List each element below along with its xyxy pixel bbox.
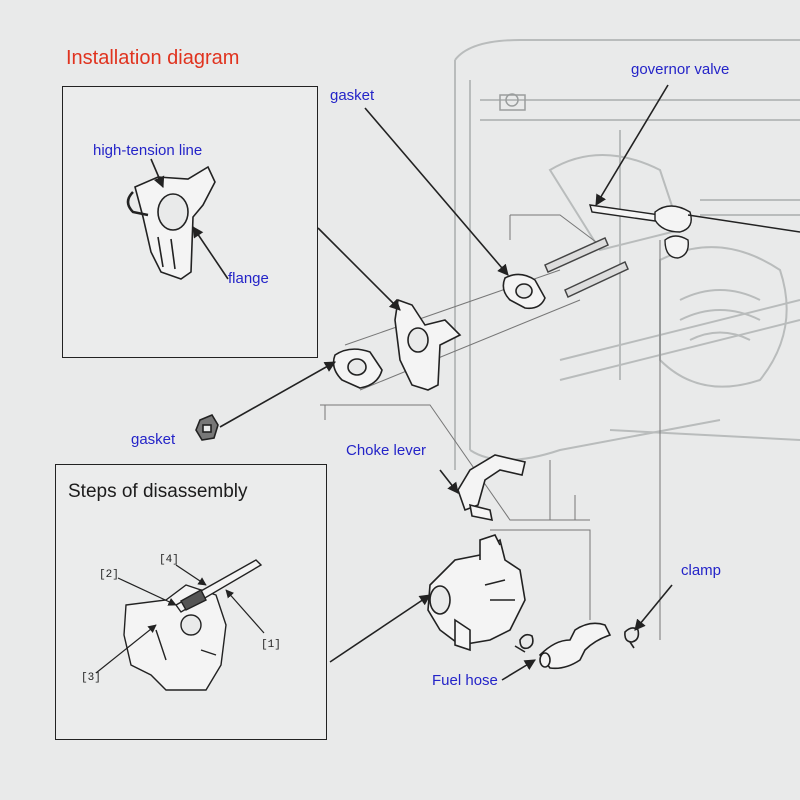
choke-lever-part <box>457 454 526 522</box>
nut-part <box>195 413 219 441</box>
carburetor-part <box>427 534 526 652</box>
gasket-part-upper <box>502 273 546 310</box>
gasket-part-left <box>332 348 383 389</box>
step-1-label: [1] <box>261 639 281 651</box>
flange-part <box>394 298 462 391</box>
high-tension-line-label: high-tension line <box>93 142 203 159</box>
carburetor-connector-line <box>329 594 431 663</box>
step-1-arrow <box>225 589 265 634</box>
step-4-label: [4] <box>159 554 179 566</box>
step-2-arrow <box>117 577 177 606</box>
governor-valve-arrow <box>595 84 669 206</box>
gasket-top-label: gasket <box>330 87 375 104</box>
flange-inset-box: high-tension line flange <box>62 86 318 358</box>
choke-lever-arrow <box>439 469 459 494</box>
choke-lever-label: Choke lever <box>346 442 427 459</box>
gasket-top-arrow <box>364 107 509 276</box>
clamp-arrow <box>634 584 673 631</box>
clamp-label: clamp <box>681 562 722 579</box>
flange-label: flange <box>228 270 269 287</box>
flange-connector-line <box>317 227 401 311</box>
fuel-hose-label: Fuel hose <box>432 672 498 689</box>
step-2-label: [2] <box>99 569 119 581</box>
carburetor-detail-illustration <box>95 559 265 691</box>
step-3-arrow <box>95 624 157 674</box>
disassembly-inset-box: Steps of disassembly [4] [2] [3] [1] <box>55 464 327 740</box>
step-4-arrow <box>175 564 207 586</box>
governor-linkage-part <box>589 204 800 259</box>
clamp-parts <box>514 627 640 653</box>
fuel-hose-arrow <box>501 659 536 681</box>
disassembly-title: Steps of disassembly <box>68 481 248 502</box>
gasket-bottom-label: gasket <box>131 431 176 448</box>
governor-valve-label: governor valve <box>631 61 730 78</box>
fuel-hose-part <box>538 622 612 670</box>
installation-title: Installation diagram <box>66 47 240 69</box>
gasket-bottom-arrow <box>219 361 336 428</box>
flange-detail-illustration <box>126 158 229 280</box>
step-3-label: [3] <box>81 672 101 684</box>
